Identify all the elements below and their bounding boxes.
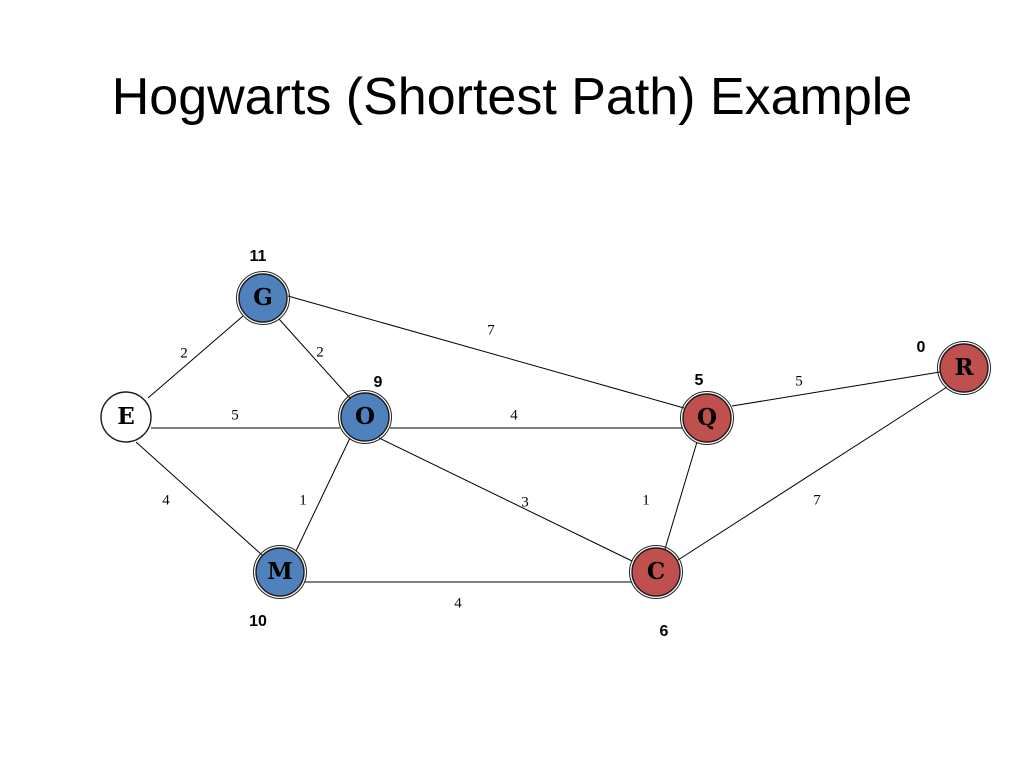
- node-label: Q: [697, 404, 717, 431]
- edge-line: [731, 371, 941, 407]
- node-outer-ring: [680, 391, 734, 445]
- edge-weight-label: 4: [510, 407, 518, 423]
- node-distance-label: 11: [250, 248, 267, 265]
- edge-c-r: 7: [677, 386, 948, 561]
- edge-line: [378, 437, 633, 562]
- node-label: G: [253, 284, 273, 311]
- edge-weight-label: 7: [813, 492, 821, 508]
- edge-weight-label: 3: [521, 494, 529, 510]
- node-outer-ring: [629, 545, 683, 599]
- edge-q-r: 5: [731, 371, 941, 407]
- edge-o-c: 3: [378, 437, 633, 562]
- node-label: O: [355, 403, 375, 430]
- node-m: M 10: [249, 545, 307, 630]
- node-outer-ring: [236, 271, 290, 325]
- node-distance-label: 5: [695, 372, 704, 389]
- node-label: E: [117, 403, 135, 430]
- node-circle: [255, 547, 305, 597]
- edge-line: [677, 386, 948, 561]
- edge-weight-label: 4: [162, 492, 170, 508]
- edge-q-c: 1: [642, 441, 698, 550]
- node-outer-ring: [338, 390, 392, 444]
- edge-weight-label: 5: [795, 373, 803, 389]
- edge-g-o: 2: [278, 318, 351, 399]
- slide-title: Hogwarts (Shortest Path) Example: [111, 68, 913, 126]
- node-circle: [238, 273, 288, 323]
- edge-e-g: 2: [147, 315, 244, 399]
- node-e: E: [100, 391, 152, 443]
- edge-weight-label: 4: [454, 595, 462, 611]
- node-label: C: [647, 558, 665, 585]
- edge-e-m: 4: [135, 441, 263, 556]
- edge-o-m: 1: [295, 437, 351, 552]
- node-distance-label: 0: [917, 339, 926, 356]
- edge-m-c: 4: [305, 581, 631, 611]
- edge-weight-label: 1: [299, 492, 307, 508]
- node-o: O9: [338, 374, 392, 444]
- edge-weight-label: 2: [316, 344, 324, 360]
- node-c: C6: [629, 545, 683, 640]
- edge-line: [287, 295, 685, 409]
- edges-layer: 2 2 7 5 4 5 4 1 3 1 7 4: [135, 295, 948, 611]
- node-circle: [100, 391, 152, 443]
- edge-o-q: 4: [390, 407, 683, 429]
- edge-weight-label: 1: [642, 492, 650, 508]
- node-distance-label: 10: [249, 613, 267, 630]
- edge-line: [295, 437, 351, 552]
- edge-weight-label: 5: [231, 407, 239, 423]
- node-distance-label: 6: [660, 623, 669, 640]
- node-circle: [682, 393, 732, 443]
- node-label: R: [954, 354, 974, 381]
- edge-line: [664, 441, 698, 550]
- edge-line: [147, 315, 244, 399]
- node-r: R0: [917, 339, 991, 395]
- node-g: G 11: [236, 248, 290, 325]
- edge-weight-label: 7: [487, 322, 495, 338]
- node-q: Q5: [680, 372, 734, 445]
- node-outer-ring: [253, 545, 307, 599]
- edge-e-o: 5: [151, 407, 340, 429]
- node-circle: [631, 547, 681, 597]
- edge-line: [135, 441, 263, 556]
- node-label: M: [267, 558, 292, 585]
- node-distance-label: 9: [374, 374, 383, 391]
- node-circle: [340, 392, 390, 442]
- node-circle: [939, 343, 989, 393]
- edge-g-q: 7: [287, 295, 685, 409]
- edge-line: [278, 318, 351, 399]
- edge-weight-label: 2: [180, 345, 188, 361]
- node-outer-ring: [937, 341, 991, 395]
